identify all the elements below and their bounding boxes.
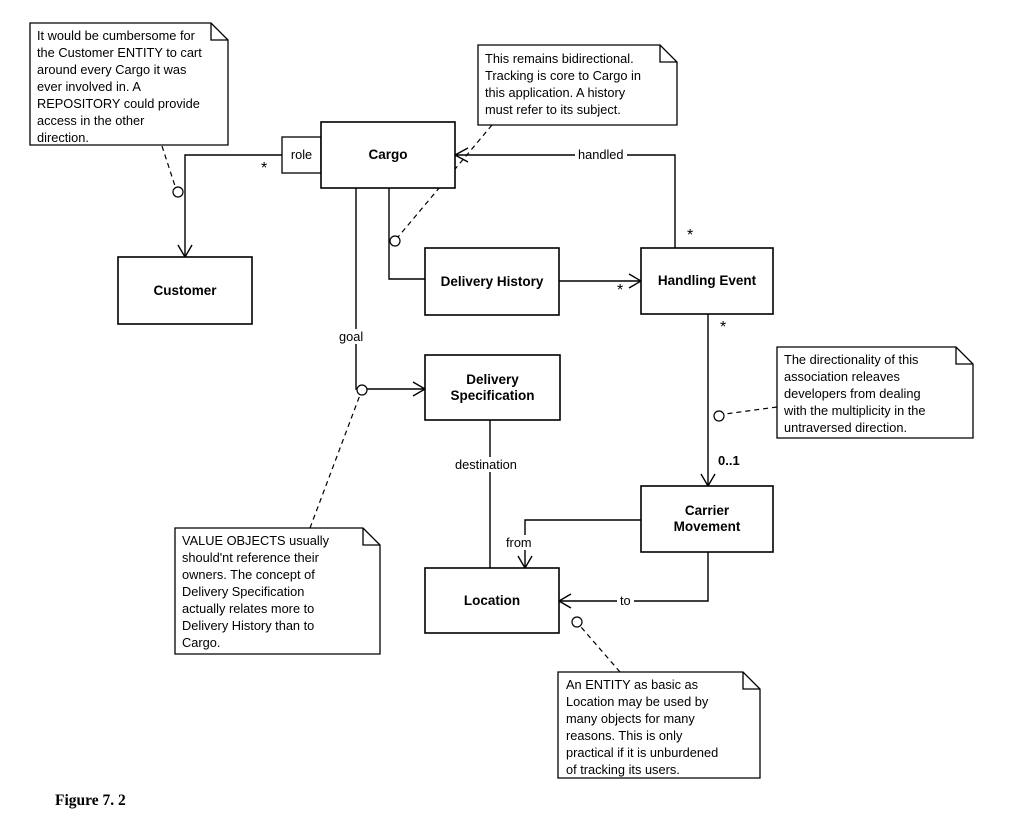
edge-label-to: to <box>617 593 634 608</box>
figure-caption: Figure 7. 2 <box>55 792 126 809</box>
connector-circle-icon <box>172 186 184 198</box>
note-bidirectional: This remains bidirectional. Tracking is … <box>485 51 641 117</box>
note5-fold-icon <box>742 672 760 690</box>
connector-circle-icon <box>713 410 725 422</box>
note1-shape <box>29 22 229 146</box>
class-delivery-specification: Delivery Specification <box>450 371 535 403</box>
location-box-shape <box>424 567 560 634</box>
association-to-line <box>560 552 709 602</box>
note-value-objects: VALUE OBJECTS usually should'nt referenc… <box>182 533 329 650</box>
note-location-entity: An ENTITY as basic as Location may be us… <box>566 677 719 777</box>
multiplicity-event-many: * <box>720 319 727 336</box>
connector-circle-icon <box>571 616 583 628</box>
class-customer: Customer <box>153 282 217 298</box>
class-box-shapes <box>117 121 774 634</box>
note-directionality: The directionality of this association r… <box>784 352 926 435</box>
connector-note4-line <box>309 394 361 529</box>
class-cargo: Cargo <box>368 147 408 162</box>
delivery-history-box-shape <box>424 247 560 316</box>
cargo-box-shape <box>320 121 456 189</box>
multiplicity-history-many: * <box>617 282 624 299</box>
handling-event-box-shape <box>640 247 774 315</box>
customer-box-shape <box>117 256 253 325</box>
note2-shape <box>477 44 678 126</box>
note4-fold-icon <box>362 528 380 546</box>
carrier-movement-box-shape <box>640 485 774 553</box>
edge-label-goal: goal <box>336 329 367 344</box>
edge-label-from: from <box>503 535 535 550</box>
connector-circle-icon <box>356 384 368 396</box>
class-carrier-movement: Carrier Movement <box>673 503 741 534</box>
note3-shape <box>776 346 974 439</box>
note-connector-terminals <box>172 186 725 628</box>
role-box-shape <box>281 136 322 174</box>
class-delivery-history: Delivery History <box>440 273 544 289</box>
note5-shape <box>557 671 761 779</box>
note1-fold-icon <box>210 23 228 41</box>
note-shapes <box>29 22 974 779</box>
connector-circle-icon <box>389 235 401 247</box>
connector-note3-line <box>724 406 778 415</box>
qualifier-role: role <box>290 147 313 162</box>
association-handled-line <box>455 154 676 248</box>
edge-label-handled: handled <box>575 147 627 162</box>
multiplicity-customer-many: * <box>261 160 268 177</box>
connector-note5-line <box>580 626 621 673</box>
association-from-line <box>524 519 641 567</box>
class-location: Location <box>463 592 521 608</box>
note2-fold-icon <box>659 45 677 63</box>
association-cargo-deliveryhistory-line <box>388 188 425 280</box>
note3-fold-icon <box>955 347 973 365</box>
association-role-customer-line <box>184 154 282 256</box>
delivery-specification-box-shape <box>424 354 561 421</box>
note4-shape <box>174 527 381 655</box>
association-goal-line <box>355 188 424 390</box>
multiplicity-handled-many: * <box>687 227 694 244</box>
class-handling-event: Handling Event <box>657 273 757 288</box>
multiplicity-zero-one: 0..1 <box>718 453 740 468</box>
edge-label-destination: destination <box>452 457 520 472</box>
note-customer-repository: It would be cumbersome for the Customer … <box>37 28 202 145</box>
connector-note1-line <box>161 145 176 187</box>
